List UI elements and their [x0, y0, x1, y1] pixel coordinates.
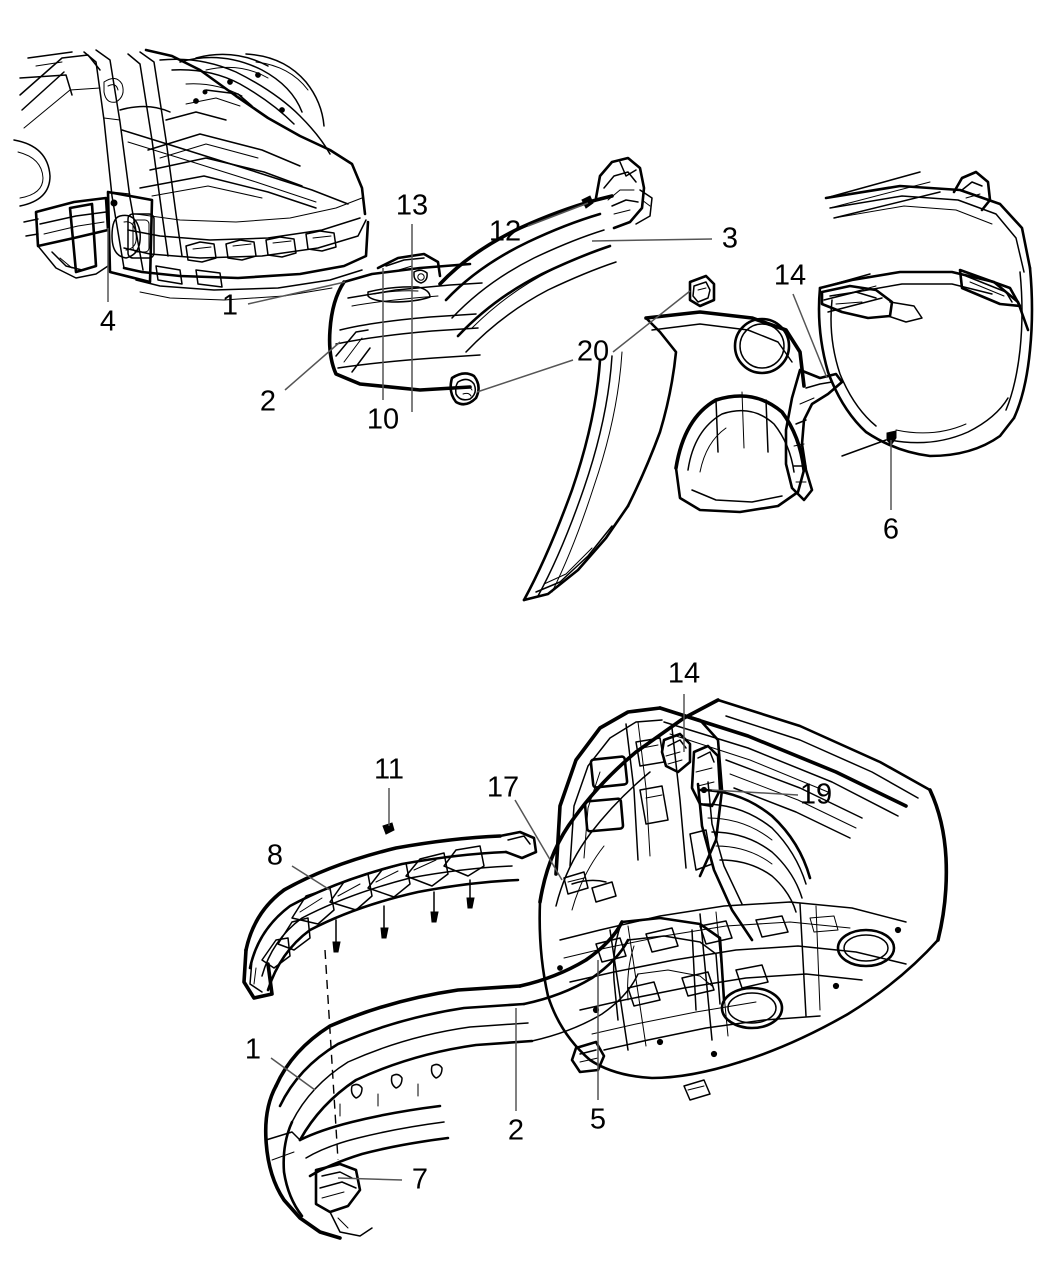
- rear-bumper-reinforcement-beam: [242, 822, 538, 1000]
- callout-leader-8: [291, 865, 331, 891]
- callout-number-6: 6: [882, 513, 900, 546]
- callout-leader-12: [527, 202, 589, 227]
- callout-number-8: 8: [266, 839, 284, 872]
- rear-floor-pan-assembly: [538, 698, 949, 1101]
- callout-number-1: 1: [221, 289, 239, 322]
- callout-leader-17: [514, 799, 563, 881]
- leader-lines: [107, 202, 892, 1181]
- energy-absorber-upper: [438, 156, 716, 406]
- callout-number-12: 12: [488, 215, 522, 248]
- callout-number-4: 4: [99, 305, 117, 338]
- rear-fascia-left-end: [327, 252, 483, 392]
- callout-number-10: 10: [366, 403, 400, 436]
- callout-number-2: 2: [507, 1114, 525, 1147]
- callout-leader-c-1-bot-d: [324, 949, 339, 1161]
- callout-leader-1: [270, 1057, 316, 1091]
- callout-leader-2: [284, 341, 341, 391]
- callout-number-20: 20: [576, 335, 610, 368]
- callout-leader-3: [591, 238, 713, 242]
- callout-leader-c-20b: [476, 359, 574, 393]
- callout-number-14: 14: [667, 657, 701, 690]
- callout-number-1: 1: [244, 1033, 262, 1066]
- callout-number-19: 19: [799, 778, 833, 811]
- callout-number-2: 2: [259, 385, 277, 418]
- callout-number-13: 13: [395, 189, 429, 222]
- callout-number-3: 3: [721, 222, 739, 255]
- callout-number-5: 5: [589, 1103, 607, 1136]
- callout-leader-1: [247, 281, 346, 305]
- callout-leader-19: [711, 789, 799, 796]
- callout-leader-14: [792, 293, 828, 379]
- rear-body-structure: [13, 48, 370, 301]
- callout-leader-20: [612, 290, 691, 353]
- callout-leader-7: [337, 1177, 403, 1181]
- callout-number-14: 14: [773, 259, 807, 292]
- callout-number-17: 17: [486, 771, 520, 804]
- callout-number-7: 7: [411, 1163, 429, 1196]
- callout-number-11: 11: [373, 753, 405, 786]
- rear-fascia-lower: [263, 916, 726, 1240]
- quarter-panel-and-liner: [522, 170, 1034, 602]
